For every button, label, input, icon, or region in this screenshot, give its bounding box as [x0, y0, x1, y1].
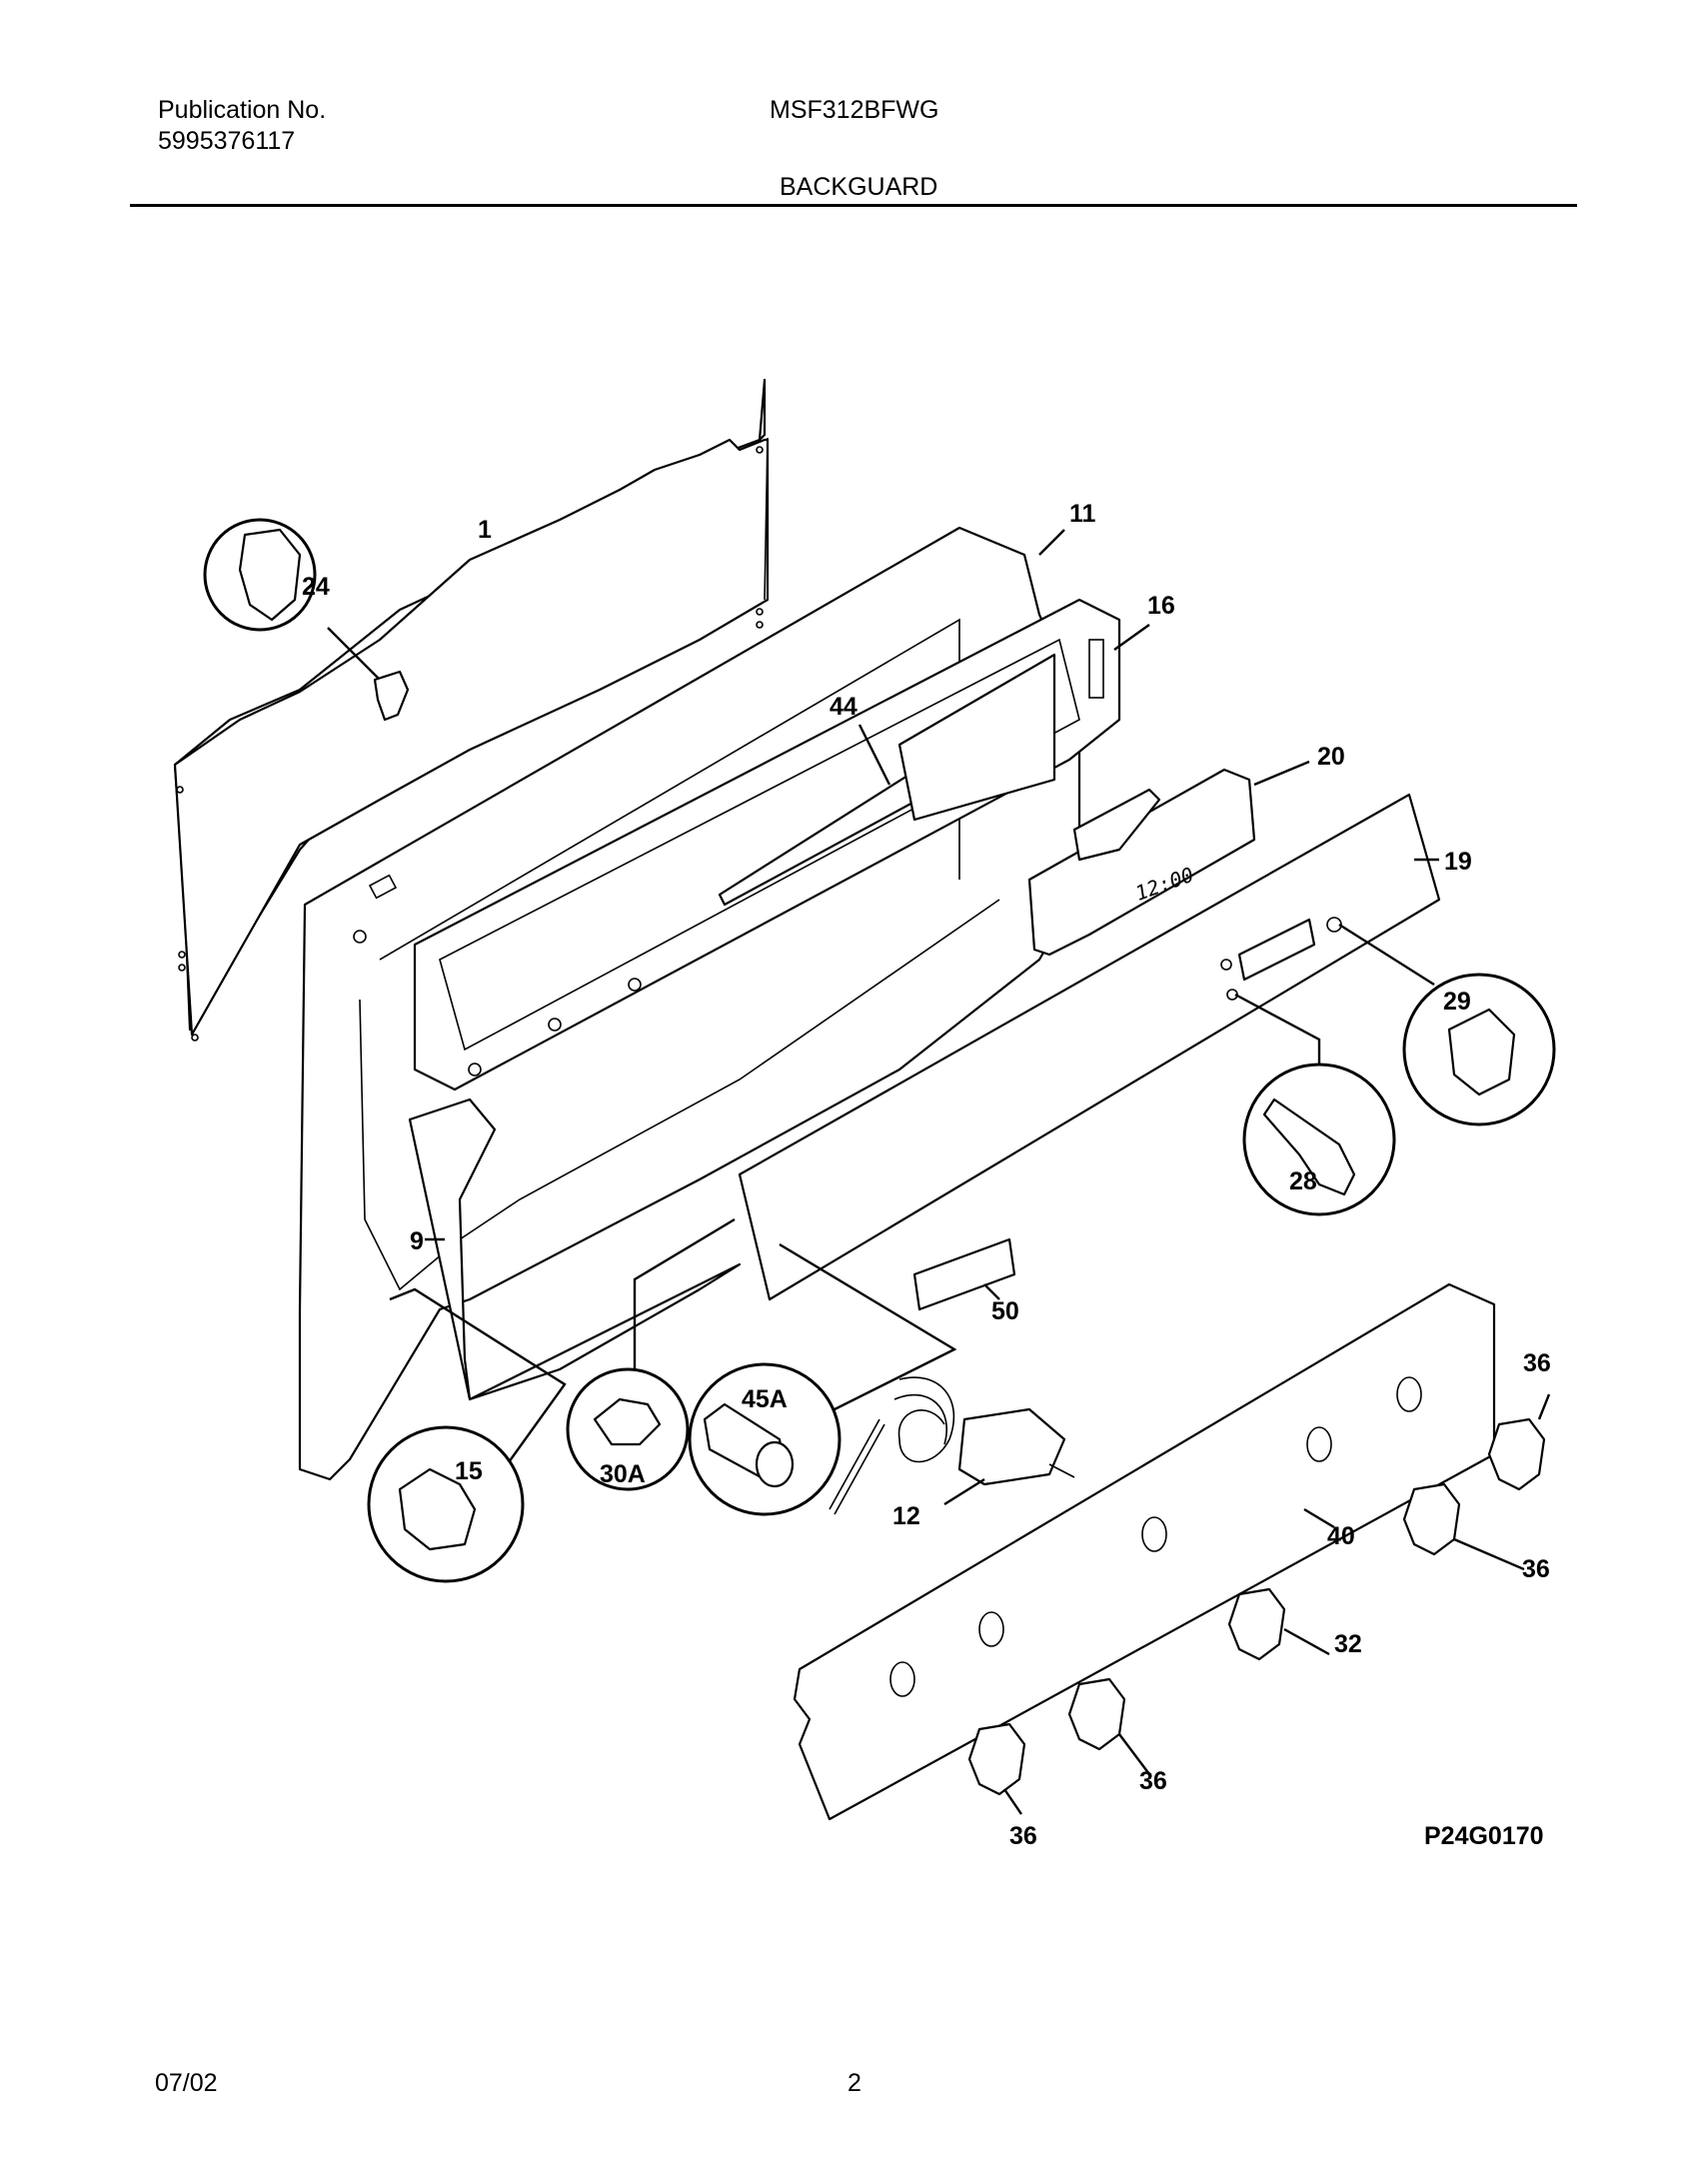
callout-9: 9 [410, 1227, 424, 1255]
callout-36-lower: 36 [1139, 1767, 1167, 1795]
clock-display-part: 12:00 [1027, 760, 1310, 957]
part-30a-leader [633, 1217, 736, 1374]
callout-24: 24 [302, 573, 330, 601]
part-45a-leader [779, 1242, 957, 1426]
callout-44: 44 [830, 693, 857, 721]
section-title: BACKGUARD [780, 173, 938, 201]
part-28-detail [1234, 993, 1396, 1216]
callout-36-right: 36 [1523, 1349, 1551, 1377]
callout-29: 29 [1443, 988, 1471, 1016]
publication-label: Publication No. [158, 96, 327, 124]
callout-36-bottom: 36 [1009, 1822, 1037, 1850]
part-24-detail [203, 518, 410, 722]
figure-reference: P24G0170 [1424, 1822, 1544, 1850]
frame-side-part [408, 1097, 742, 1401]
knob-panel-part [793, 1282, 1496, 1821]
knob-36-right [1487, 1393, 1551, 1491]
rear-panel-part [173, 378, 770, 1042]
header-rule [130, 204, 1577, 207]
knob-36-bottom [967, 1722, 1026, 1815]
callout-45a: 45A [742, 1385, 788, 1413]
footer-date: 07/02 [155, 2069, 218, 2097]
footer-page-number: 2 [848, 2069, 861, 2097]
callout-16: 16 [1147, 592, 1175, 620]
knob-36-middle [1402, 1482, 1525, 1571]
callout-15: 15 [455, 1457, 483, 1485]
part-45a-detail [688, 1362, 842, 1516]
publication-number: 5995376117 [158, 127, 296, 155]
model-number: MSF312BFWG [770, 96, 939, 124]
part-30a-detail [566, 1367, 690, 1491]
callout-30a: 30A [600, 1460, 646, 1488]
control-panel-part [738, 793, 1441, 1301]
callout-11: 11 [1069, 500, 1096, 528]
part-12-thermostat [829, 1376, 1075, 1515]
callout-1: 1 [478, 516, 492, 544]
trim-channel-part [413, 598, 1150, 1092]
callout-50: 50 [991, 1297, 1019, 1325]
callout-20: 20 [1317, 743, 1345, 771]
callout-36-middle: 36 [1522, 1555, 1550, 1583]
callout-40: 40 [1327, 1522, 1355, 1550]
knob-36-lower [1067, 1677, 1150, 1775]
callout-12: 12 [892, 1502, 920, 1530]
part-15-detail [367, 1425, 525, 1583]
callout-32: 32 [1334, 1630, 1362, 1658]
part-29-detail [1338, 923, 1556, 1126]
knob-32 [1227, 1587, 1330, 1661]
part-50 [912, 1237, 1016, 1311]
callout-28: 28 [1289, 1167, 1317, 1195]
callout-19: 19 [1444, 848, 1472, 876]
